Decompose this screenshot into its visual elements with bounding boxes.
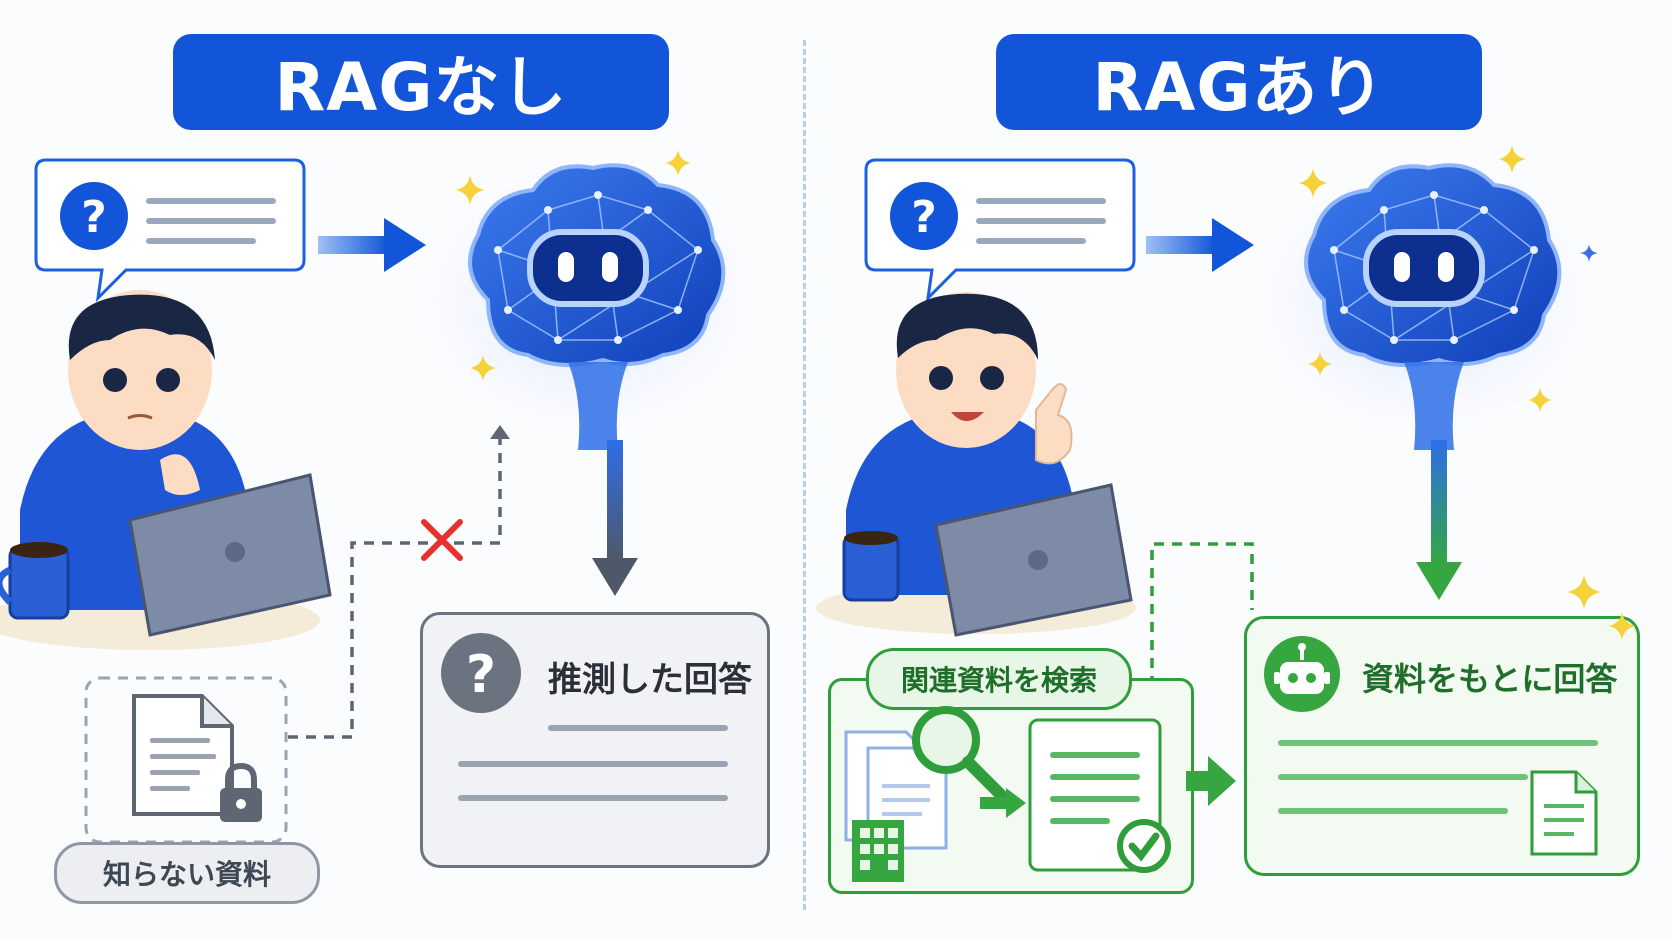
source-document-icon [1530, 770, 1598, 856]
svg-text:?: ? [81, 192, 107, 243]
right-title: RAGあり [996, 34, 1482, 130]
robot-icon [1264, 636, 1340, 712]
magnifier-icon [912, 706, 1008, 802]
sparkle-icon [1498, 145, 1526, 173]
question-icon [60, 182, 128, 250]
arrow-to-brain-right [1146, 218, 1254, 272]
answer-lines-right [1278, 740, 1598, 814]
unknown-docs-label-text: 知らない資料 [102, 858, 271, 891]
arrow-to-brain-left [318, 218, 426, 272]
question-icon [890, 182, 958, 250]
guess-answer-label: 推測した回答 [548, 652, 752, 701]
right-title-text: RAGあり [1092, 49, 1386, 126]
guess-answer-card [420, 612, 770, 868]
svg-text:?: ? [911, 192, 937, 243]
question-bubble-right: ? [864, 158, 1136, 303]
person-thinking [0, 290, 332, 650]
sparkle-icon [1308, 352, 1332, 376]
blocked-path [288, 425, 510, 739]
question-icon: ? [441, 633, 521, 713]
retrieval-connector [1150, 542, 1254, 686]
answer-lines-left [458, 725, 728, 801]
sparkle-icon [1528, 388, 1552, 412]
search-docs-label-text: 関連資料を検索 [900, 664, 1097, 697]
brain-ai-icon [418, 163, 758, 450]
sparkle-icon [1580, 244, 1598, 262]
panel-divider [803, 40, 806, 910]
arrow-down-left [592, 440, 638, 596]
cross-icon [421, 519, 463, 561]
grounded-answer-label-text: 資料をもとに回答 [1362, 660, 1618, 698]
brain-ai-icon [1254, 163, 1594, 450]
grounded-answer-label: 資料をもとに回答 [1362, 654, 1617, 700]
building-icon [852, 820, 904, 882]
sparkle-icon [665, 150, 691, 176]
check-icon [1117, 819, 1171, 873]
person-pointing [816, 292, 1136, 637]
sparkle-icon [1608, 612, 1636, 640]
svg-text:?: ? [466, 645, 496, 705]
question-bubble-left: ? [34, 158, 306, 303]
sparkle-icon [470, 355, 496, 381]
search-docs-label: 関連資料を検索 [866, 648, 1132, 710]
arrow-to-answer [1186, 756, 1236, 806]
arrow-small-right [980, 788, 1026, 818]
unknown-docs-label: 知らない資料 [54, 842, 320, 904]
lock-icon [220, 762, 262, 822]
sparkle-icon [1298, 168, 1328, 198]
arrow-down-right [1416, 440, 1462, 600]
left-title-text: RAGなし [274, 49, 568, 126]
sparkle-icon [455, 175, 485, 205]
guess-answer-label-text: 推測した回答 [548, 660, 752, 700]
sparkle-icon [1566, 574, 1602, 610]
left-title: RAGなし [173, 34, 669, 130]
relevant-doc-icon [1028, 718, 1171, 873]
